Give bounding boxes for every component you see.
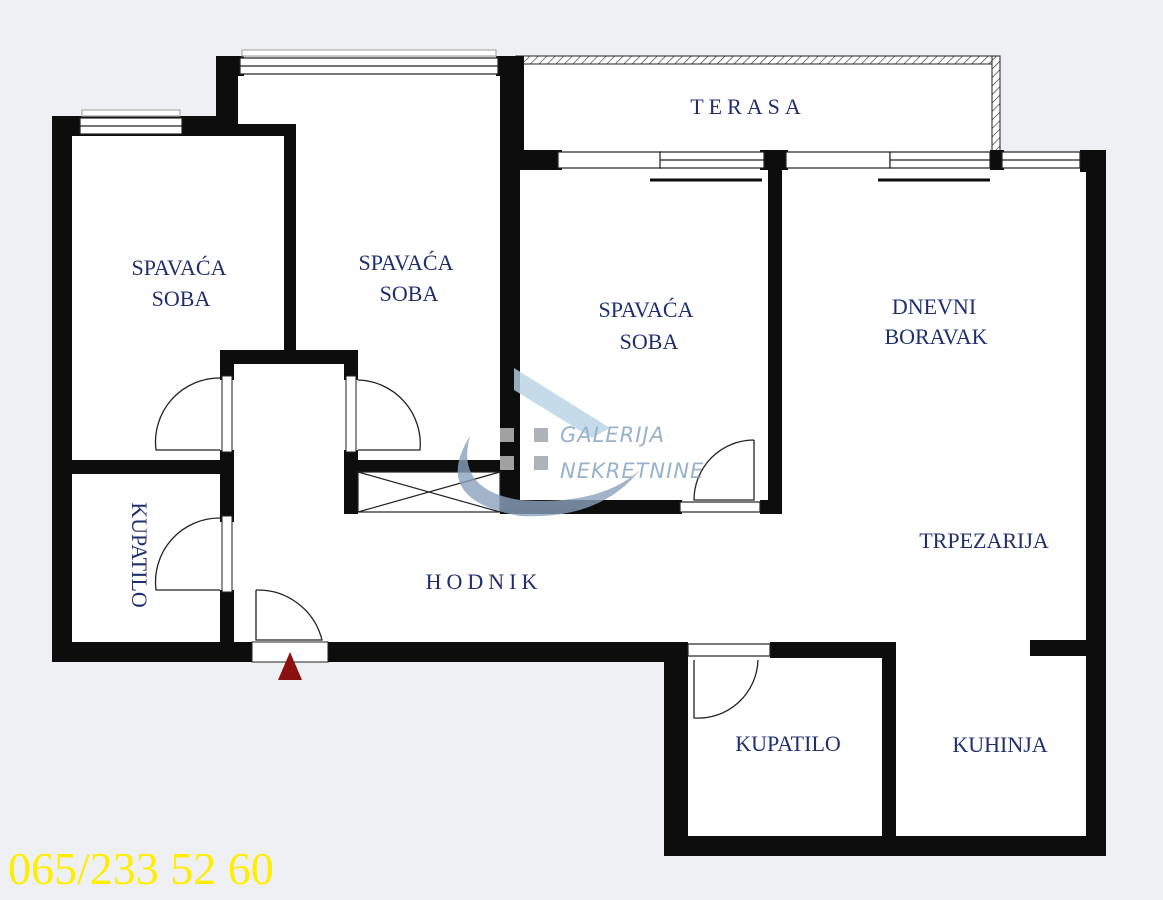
watermark: GALERIJA NEKRETNINE xyxy=(457,368,704,517)
bedroom-3-label-line-2: SOBA xyxy=(620,329,679,354)
entrance-marker-icon xyxy=(278,652,302,680)
door-swings xyxy=(154,377,759,719)
hallway-label: HODNIK xyxy=(426,569,543,594)
terrace-label: TERASA xyxy=(690,94,806,119)
terrace xyxy=(515,55,1001,161)
bedroom-1-label-line-1: SPAVAĆA xyxy=(131,255,226,280)
bathroom-1-label: KUPATILO xyxy=(127,502,152,608)
bedroom-2-label-line-1: SPAVAĆA xyxy=(358,250,453,275)
windows xyxy=(79,49,1081,657)
watermark-line-2: NEKRETNINE xyxy=(560,459,704,483)
bathroom-2-label: KUPATILO xyxy=(735,731,841,756)
bedroom-2-label-line-2: SOBA xyxy=(380,281,439,306)
floor-fill xyxy=(62,66,1096,845)
living-room-label-line-1: DNEVNI xyxy=(892,294,976,319)
bedroom-3-label-line-1: SPAVAĆA xyxy=(598,297,693,322)
watermark-line-1: GALERIJA xyxy=(560,423,665,447)
room-labels: TERASA SPAVAĆA SOBA SPAVAĆA SOBA SPAVAĆA… xyxy=(127,94,1049,757)
bedroom-1-label-line-2: SOBA xyxy=(152,286,211,311)
phone-number: 065/233 52 60 xyxy=(8,843,274,894)
kitchen-label: KUHINJA xyxy=(952,732,1047,757)
living-room-label-line-2: BORAVAK xyxy=(884,324,987,349)
dining-label: TRPEZARIJA xyxy=(919,528,1049,553)
walls xyxy=(52,56,1106,856)
